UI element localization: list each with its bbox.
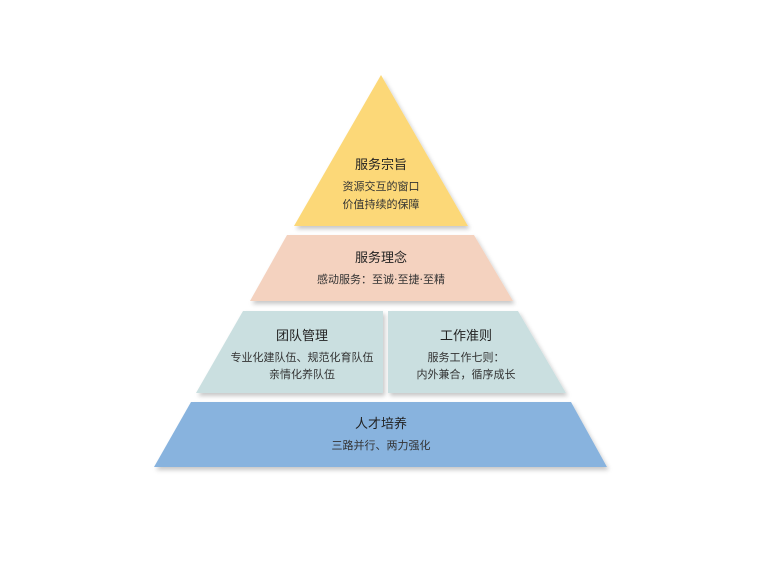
tier-service-purpose-title: 服务宗旨 (355, 157, 407, 173)
tier-team-management-title: 团队管理 (276, 329, 328, 344)
tier-service-philosophy: 服务理念 感动服务：至诚·至捷·至精 (250, 235, 513, 301)
tier-work-rules-shape (388, 311, 566, 393)
tier-work-rules-line-1: 服务工作七则： (428, 351, 505, 364)
tier-work-rules: 工作准则 服务工作七则： 内外兼合，循序成长 (388, 311, 566, 393)
tier-service-purpose: 服务宗旨 资源交互的窗口 价值持续的保障 (294, 75, 468, 226)
tier-service-purpose-shape (294, 75, 468, 226)
tier-talent-development-shape (154, 402, 607, 467)
tier-team-management-shape (196, 311, 383, 393)
tier-team-management-line-1: 专业化建队伍、规范化育队伍 (231, 350, 374, 364)
tier-talent-development-title: 人才培养 (355, 416, 407, 432)
tier-talent-development-line-1: 三路并行、两力强化 (332, 438, 431, 452)
tier-service-philosophy-title: 服务理念 (355, 250, 407, 266)
tier-work-rules-title: 工作准则 (440, 329, 492, 344)
tier-team-management-line-2: 亲情化养队伍 (269, 367, 335, 381)
tier-work-rules-line-2: 内外兼合，循序成长 (417, 367, 516, 381)
tier-talent-development: 人才培养 三路并行、两力强化 (154, 402, 607, 467)
tier-service-purpose-line-1: 资源交互的窗口 (343, 179, 420, 193)
tier-service-purpose-line-2: 价值持续的保障 (343, 197, 420, 211)
tier-team-management: 团队管理 专业化建队伍、规范化育队伍 亲情化养队伍 (196, 311, 383, 393)
tier-service-philosophy-shape (250, 235, 513, 301)
tier-service-philosophy-line-1: 感动服务：至诚·至捷·至精 (317, 272, 445, 286)
